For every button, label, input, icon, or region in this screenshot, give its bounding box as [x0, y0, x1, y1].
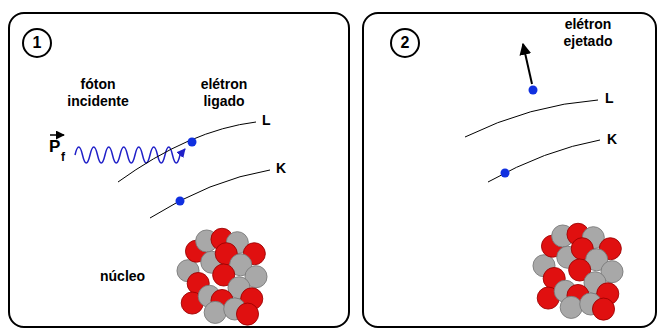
- shell-label: K: [276, 160, 286, 177]
- nucleus: [177, 228, 267, 325]
- photon-label: fóton incidente: [56, 76, 140, 110]
- nucleus-label: núcleo: [100, 268, 145, 285]
- momentum-subscript: f: [61, 151, 65, 163]
- panel-number: 2: [390, 28, 420, 58]
- nucleus: [533, 223, 623, 320]
- panel: fóton incidente elétron ligadoL Knúcleo 1: [8, 12, 350, 328]
- shell-k: [150, 170, 270, 218]
- shell-l: [118, 122, 256, 182]
- panel-number-text: 2: [401, 34, 410, 52]
- panel: elétron ejetadoL K 2: [362, 12, 657, 328]
- ejection-arrow: [523, 44, 532, 84]
- electron-label: elétron ligado: [183, 76, 265, 110]
- shell-label: L: [605, 90, 614, 107]
- vector-arrow: [50, 134, 64, 136]
- shell-label: L: [262, 112, 271, 129]
- electron: [176, 197, 185, 206]
- shell-l: [465, 100, 598, 137]
- panel-number-text: 1: [33, 34, 42, 52]
- shell-label: K: [607, 131, 617, 148]
- electron-label: elétron ejetado: [546, 16, 630, 50]
- electron: [501, 169, 510, 178]
- photon-wave: [75, 147, 185, 163]
- electron: [529, 86, 538, 95]
- electron: [188, 138, 197, 147]
- shell-k: [488, 140, 600, 182]
- panel-number: 1: [22, 28, 52, 58]
- momentum-symbol: P: [49, 138, 60, 155]
